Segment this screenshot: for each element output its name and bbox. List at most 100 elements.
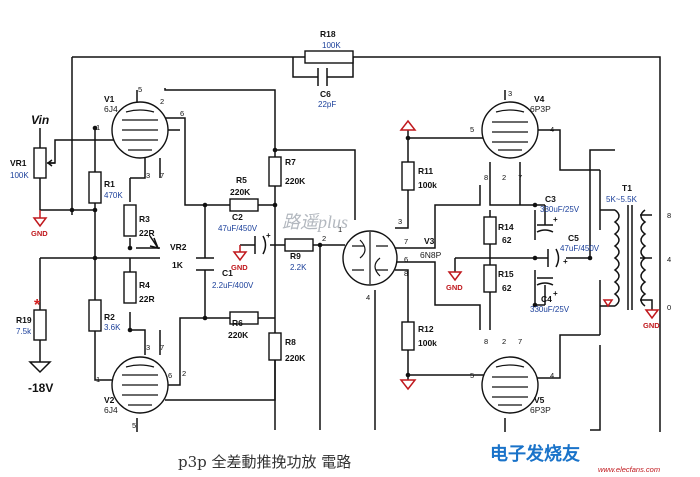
- r14-ref: R14: [498, 222, 514, 232]
- vr2-value: 1K: [172, 260, 184, 270]
- v1-type: 6J4: [104, 104, 118, 114]
- r19-body: [33, 309, 47, 341]
- pin-v1-6: 6: [180, 109, 184, 118]
- r4-value: 22R: [139, 294, 155, 304]
- svg-text:+: +: [266, 231, 271, 240]
- pin-v1-3: 3: [146, 171, 150, 180]
- vr1-body: [33, 147, 47, 179]
- c5-ref: C5: [568, 233, 579, 243]
- pin-v5-7: 7: [518, 337, 522, 346]
- pin-v2-5: 5: [132, 421, 136, 430]
- r4-ref: R4: [139, 280, 150, 290]
- r12-body: [401, 321, 415, 351]
- wires: [39, 56, 661, 435]
- v2-ref: V2: [104, 395, 115, 405]
- r2-body: [88, 299, 102, 332]
- pin-v1-7: 7: [160, 171, 164, 180]
- r19-value: 7.5k: [16, 327, 32, 336]
- gnd-label-vr1: GND: [31, 229, 48, 238]
- pin-v5-8: 8: [484, 337, 488, 346]
- r5-value: 220K: [230, 187, 251, 197]
- supply-label: -18V: [28, 381, 53, 395]
- pin-v2-3: 3: [146, 343, 150, 352]
- svg-text:+: +: [553, 215, 558, 224]
- pin-v1-2: 2: [160, 97, 164, 106]
- pin-v3-7: 7: [404, 237, 408, 246]
- r11-ref: R11: [418, 166, 433, 176]
- r9-body: [284, 238, 314, 252]
- r9-value: 2.2K: [290, 263, 307, 272]
- c2-ref: C2: [232, 212, 243, 222]
- pin-v5-5: 5: [470, 371, 474, 380]
- ground-symbols: [28, 119, 660, 391]
- t1-tap-0: 0: [667, 303, 671, 312]
- junction-dots: [69, 125, 593, 378]
- r6-value: 220K: [228, 330, 249, 340]
- tube-v3: [342, 230, 398, 286]
- caption-title: p3p 全差動推挽功放 電路: [178, 453, 351, 471]
- pin-v2-6: 6: [168, 371, 172, 380]
- r8-value: 220K: [285, 353, 306, 363]
- c1-ref: C1: [222, 268, 233, 278]
- tube-v1: [111, 101, 169, 159]
- pin-v5-4: 4: [550, 371, 554, 380]
- labels: Vin -18V VR1 100K V1 6J4 V2 6J4 R1 470K …: [10, 29, 671, 430]
- c1-value: 2.2uF/400V: [212, 281, 254, 290]
- r6-ref: R6: [232, 318, 243, 328]
- r11-body: [401, 161, 415, 191]
- pin-v4-5: 5: [470, 125, 474, 134]
- r3-ref: R3: [139, 214, 150, 224]
- transformer-t1: [600, 205, 647, 310]
- v5-type: 6P3P: [530, 405, 551, 415]
- c3-ref: C3: [545, 194, 556, 204]
- vr2-ref: VR2: [170, 242, 187, 252]
- r12-ref: R12: [418, 324, 434, 334]
- r7-ref: R7: [285, 157, 296, 167]
- r3-value: 22R: [139, 228, 155, 238]
- svg-text:+: +: [563, 257, 568, 266]
- v4-type: 6P3P: [530, 104, 551, 114]
- pin-v4-8: 8: [484, 173, 488, 182]
- r5-body: [229, 198, 259, 212]
- pin-v3-2: 2: [322, 234, 326, 243]
- pin-v4-7: 7: [518, 173, 522, 182]
- r1-body: [88, 171, 102, 204]
- pin-v2-1: 1: [96, 375, 100, 384]
- r15-value: 62: [502, 283, 512, 293]
- r1-ref: R1: [104, 179, 115, 189]
- r2-value: 3.6K: [104, 323, 121, 332]
- pin-v4-3: 3: [508, 89, 512, 98]
- r12-value: 100k: [418, 338, 437, 348]
- r18-value: 100K: [322, 41, 341, 50]
- r1-value: 470K: [104, 191, 123, 200]
- c3-value: 330uF/25V: [540, 205, 580, 214]
- pin-v2-7: 7: [160, 343, 164, 352]
- gnd-label-t1: GND: [643, 321, 660, 330]
- t1-ref: T1: [622, 183, 632, 193]
- r7-value: 220K: [285, 176, 306, 186]
- svg-text:+: +: [553, 289, 558, 298]
- c2-value: 47uF/450V: [218, 224, 258, 233]
- c6-value: 22pF: [318, 100, 336, 109]
- r9-ref: R9: [290, 251, 301, 261]
- c4-value: 330uF/25V: [530, 305, 570, 314]
- r7-body: [268, 156, 282, 187]
- r15-ref: R15: [498, 269, 514, 279]
- r4-body: [123, 271, 137, 304]
- c6-ref: C6: [320, 89, 331, 99]
- v4-ref: V4: [534, 94, 545, 104]
- pin-v3-3: 3: [398, 217, 402, 226]
- v3-ref: V3: [424, 236, 435, 246]
- r5-ref: R5: [236, 175, 247, 185]
- r14-body: [483, 216, 497, 245]
- logo-text: 电子发烧友: [490, 443, 580, 464]
- tube-v4: [481, 101, 539, 159]
- tube-v5: [481, 356, 539, 414]
- caption-band: [0, 432, 700, 477]
- r18-body: [304, 50, 354, 64]
- r14-value: 62: [502, 235, 512, 245]
- v5-ref: V5: [534, 395, 545, 405]
- logo-site: www.elecfans.com: [598, 465, 660, 474]
- pin-v2-2: 2: [182, 369, 186, 378]
